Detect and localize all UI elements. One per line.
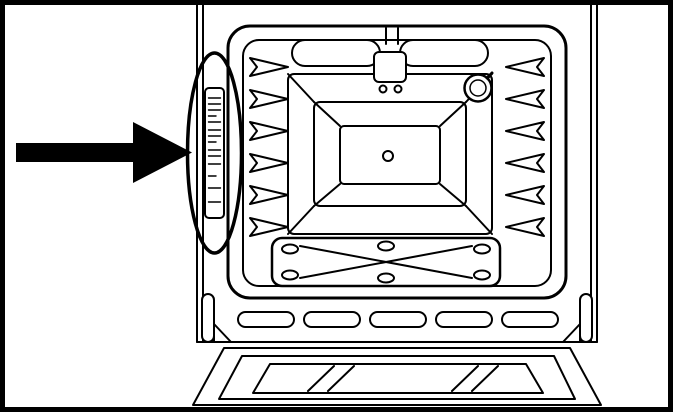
oven-light-inner: [469, 79, 487, 97]
vent-slot: [501, 311, 559, 328]
door-hinge-right: [562, 293, 593, 343]
oven-door-open: [192, 347, 602, 406]
pan-corner-line: [287, 205, 315, 235]
oven-light-outer: [463, 73, 493, 103]
pan-middle-step: [313, 101, 467, 207]
rating-plate-outline: [204, 87, 225, 219]
vent-slot: [303, 311, 361, 328]
hinge-bracket: [213, 323, 232, 343]
vent-slot: [435, 311, 493, 328]
element-screw: [378, 84, 388, 94]
door-outer-outline: [192, 347, 602, 406]
rack-slot: [377, 240, 395, 252]
pointer-arrow: [16, 122, 192, 183]
rating-plate-label: [204, 87, 225, 219]
rack-slot: [281, 269, 299, 281]
element-screw: [393, 84, 403, 94]
glass-shine-line: [327, 365, 355, 392]
oven-rack: [270, 236, 502, 288]
rack-x-brace: [299, 245, 473, 279]
glass-shine-line: [307, 365, 335, 392]
cavity-opening-outline: [226, 24, 568, 300]
rating-plate-text-lines: [207, 97, 222, 203]
pan-corner-line: [439, 183, 467, 207]
pan-corner-line: [313, 101, 341, 127]
element-bracket: [373, 51, 407, 83]
oven-light-tab: [485, 71, 494, 80]
glass-shine-line: [451, 365, 479, 392]
door-window-glass: [252, 363, 544, 394]
pan-inner-step: [339, 125, 441, 185]
door-inner-frame: [218, 355, 576, 400]
oven-light: [463, 71, 494, 103]
glass-shine-line: [471, 365, 499, 392]
rack-slot: [473, 269, 491, 281]
vent-slot-row: [237, 311, 559, 328]
pan-corner-line: [439, 101, 467, 127]
broil-element: [291, 27, 489, 94]
pan-corner-line: [287, 73, 315, 103]
vent-slot: [369, 311, 427, 328]
rack-slot: [281, 243, 299, 255]
rack-slot: [473, 243, 491, 255]
hinge-bracket: [562, 323, 581, 343]
hinge-arm: [579, 293, 593, 343]
pan-center-hole: [382, 150, 394, 162]
hinge-arm: [201, 293, 215, 343]
door-hinge-left: [201, 293, 232, 343]
pan-corner-line: [465, 205, 493, 235]
pan-corner-line: [313, 183, 341, 207]
vent-slot: [237, 311, 295, 328]
rack-slot: [377, 272, 395, 284]
